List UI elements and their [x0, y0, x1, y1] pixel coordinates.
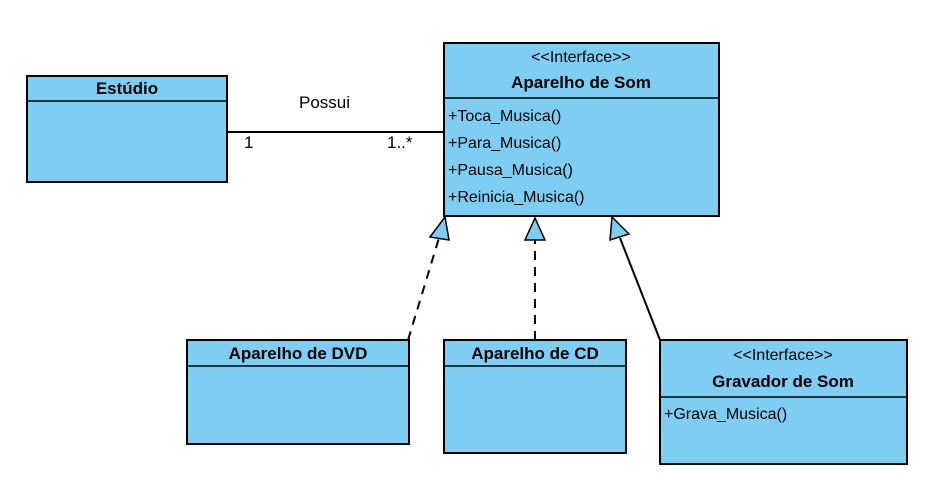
method-reinicia-musica: +Reinicia_Musica(): [448, 189, 585, 206]
class-aparelho-de-som-name: Aparelho de Som: [511, 73, 651, 92]
class-aparelho-de-som[interactable]: <<Interface>> Aparelho de Som +Toca_Musi…: [443, 42, 720, 217]
class-gravador-de-som-name: Gravador de Som: [712, 372, 854, 391]
class-aparelho-de-cd-name: Aparelho de CD: [471, 344, 599, 363]
realization-dvd-line: [407, 237, 440, 341]
method-pausa-musica: +Pausa_Musica(): [448, 162, 573, 179]
method-grava-musica: +Grava_Musica(): [664, 406, 787, 423]
realization-cd-arrowhead: [523, 216, 547, 241]
class-estudio[interactable]: Estúdio: [26, 75, 228, 183]
method-para-musica: +Para_Musica(): [448, 135, 561, 152]
class-aparelho-de-dvd[interactable]: Aparelho de DVD: [186, 339, 410, 445]
class-gravador-de-som-stereotype: <<Interface>>: [733, 347, 833, 364]
realization-dvd-arrowhead: [428, 215, 450, 241]
multiplicity-source: 1: [244, 133, 253, 152]
class-gravador-de-som[interactable]: <<Interface>> Gravador de Som +Grava_Mus…: [659, 339, 908, 465]
class-estudio-name: Estúdio: [96, 79, 158, 98]
class-aparelho-de-cd[interactable]: Aparelho de CD: [443, 339, 627, 454]
generalization-gravador-line: [619, 237, 661, 341]
class-aparelho-de-dvd-name: Aparelho de DVD: [229, 344, 368, 363]
method-toca-musica: +Toca_Musica(): [448, 108, 561, 125]
association-label: Possui: [299, 93, 350, 112]
multiplicity-target: 1..*: [387, 133, 413, 152]
class-aparelho-de-som-stereotype: <<Interface>>: [531, 49, 631, 66]
generalization-gravador-arrowhead: [609, 215, 631, 242]
